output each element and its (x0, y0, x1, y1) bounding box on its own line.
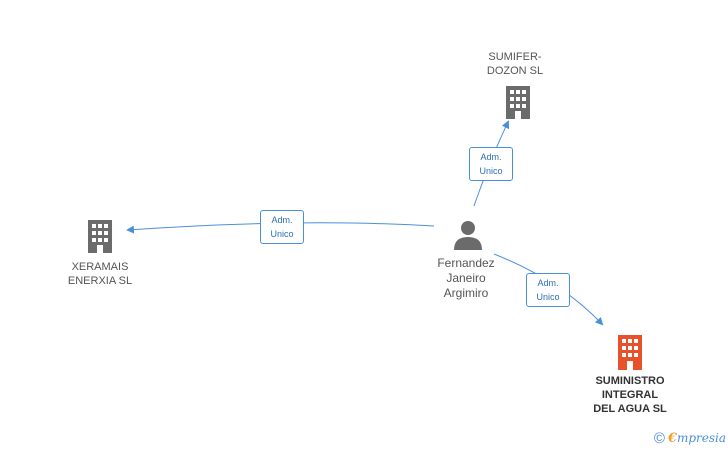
brand-logo-text: mpresia (676, 431, 726, 445)
building-icon[interactable] (615, 334, 645, 370)
company-label-sumiferdozon: SUMIFER- DOZON SL (486, 51, 544, 77)
building-icon[interactable] (503, 85, 533, 119)
brand-footer: © € mpresia (653, 429, 726, 447)
edge-label-xeramais[interactable]: Adm. Unico (260, 210, 304, 244)
brand-logo-initial: € (667, 430, 677, 446)
copyright-icon: © (653, 429, 665, 447)
person-label: Fernandez Janeiro Argimiro (437, 256, 495, 300)
company-label-suministro: SUMINISTRO INTEGRAL DEL AGUA SL (593, 375, 667, 415)
building-icon[interactable] (85, 219, 115, 253)
company-label-xeramais: XERAMAIS ENERXIA SL (67, 261, 133, 287)
edge-label-sumiferdozon[interactable]: Adm. Unico (469, 147, 513, 181)
edge-label-suministro[interactable]: Adm. Unico (526, 273, 570, 307)
person-icon[interactable] (452, 218, 484, 250)
